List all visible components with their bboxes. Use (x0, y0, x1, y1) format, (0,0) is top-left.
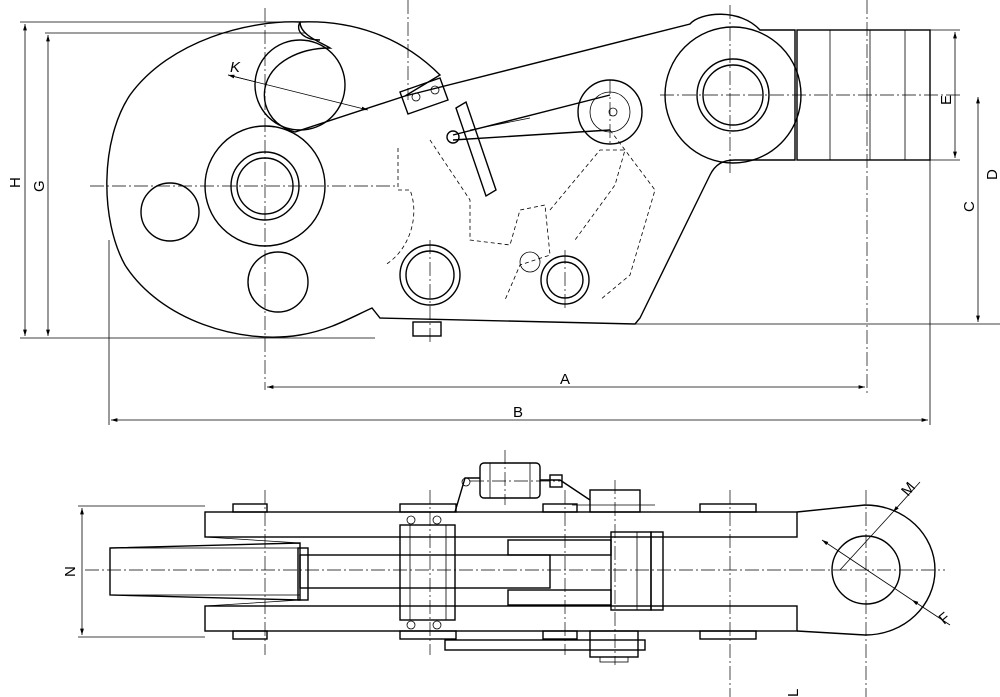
side-view-dimensions: A B H G E C D K (7, 21, 1000, 425)
hook-cavity (254, 39, 346, 131)
spring-lever (455, 100, 497, 198)
upper-side-plate (204, 511, 798, 538)
lightening-hole-bottom (247, 251, 309, 313)
lower-side-plate (204, 605, 798, 632)
clevis-block (610, 531, 652, 611)
label-D: D (984, 169, 1000, 180)
latch-jaw (299, 21, 442, 97)
label-B: B (513, 404, 523, 421)
label-F: F (936, 609, 954, 628)
label-A: A (560, 371, 570, 388)
label-C: C (961, 201, 978, 212)
label-K: K (230, 59, 241, 76)
label-G: G (31, 180, 48, 192)
label-L: L (785, 689, 802, 697)
center-shaft (299, 554, 551, 589)
link-arm-lower (452, 129, 611, 141)
cylinder (479, 462, 541, 499)
lightening-hole-left (140, 182, 200, 242)
bottom-stud (412, 321, 442, 337)
bottom-bracket (444, 639, 646, 651)
hook-tongue (109, 542, 301, 601)
hook-body-outline (106, 13, 796, 338)
label-N: N (62, 566, 79, 577)
label-E: E (938, 95, 955, 105)
top-view (85, 450, 945, 697)
latch-bracket (399, 77, 449, 115)
side-view (90, 0, 960, 395)
label-H: H (7, 177, 24, 188)
latch-jaw-inner (298, 21, 321, 41)
yoke-block (399, 524, 456, 621)
label-M: M (898, 479, 919, 500)
